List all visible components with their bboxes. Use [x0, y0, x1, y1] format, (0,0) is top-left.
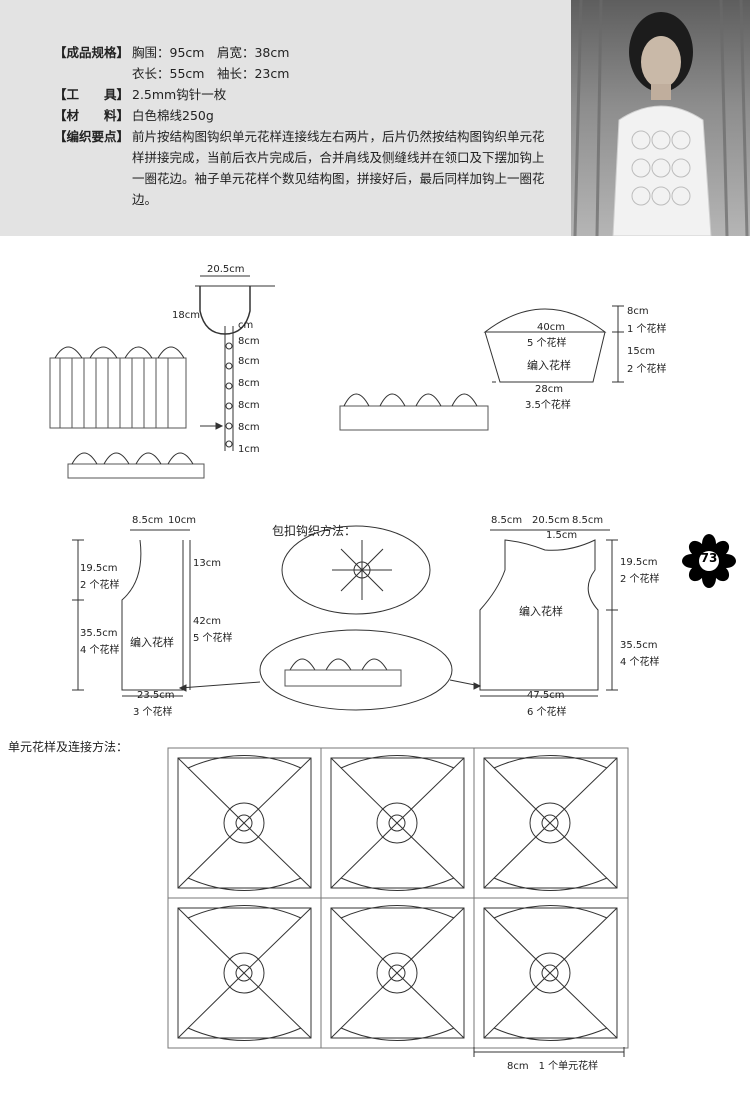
model-photo — [571, 0, 750, 236]
page-badge: 73 — [682, 534, 736, 588]
spec-label: 【成品规格】 — [54, 45, 130, 60]
flower-icon — [682, 534, 736, 588]
collar-top-width: 20.5cm — [207, 264, 245, 275]
front-body-label: 编入花样 — [130, 636, 174, 649]
back-armhole-motifs: 2 个花样 — [620, 574, 660, 585]
model-photo-illustration — [573, 0, 749, 236]
collar-spacing-2: 8cm — [238, 356, 260, 367]
sleeve-cap-motifs: 1 个花样 — [627, 324, 667, 335]
sleeve-upper-motifs: 5 个花样 — [527, 338, 567, 349]
front-shoulder-width: 8.5cm — [132, 515, 164, 526]
collar-spacing-5: 8cm — [238, 422, 260, 433]
motif-cell — [330, 905, 465, 1041]
spec-label: 【编织要点】 — [54, 129, 130, 144]
front-lower-height: 35.5cm — [80, 628, 118, 639]
front-motifs: 5 个花样 — [193, 633, 233, 644]
spec-label: 【工 具】 — [54, 87, 130, 102]
collar-side: 18cm — [172, 310, 200, 321]
spec-tools: 【工 具】 2.5mm钩针一枚 — [54, 84, 554, 105]
front-bottom-motifs: 3 个花样 — [133, 707, 173, 718]
motif-scale-line — [473, 1047, 625, 1057]
collar-spacing-1: 8cm — [238, 336, 260, 347]
header-panel: 【成品规格】 胸围：95cm 肩宽：38cm 衣长：55cm 袖长：23cm 【… — [0, 0, 750, 236]
spec-value: 胸围：95cm 肩宽：38cm — [132, 45, 290, 60]
back-shoulder-left: 8.5cm — [491, 515, 523, 526]
collar-spacing-3: 8cm — [238, 378, 260, 389]
back-neck-depth: 1.5cm — [546, 530, 578, 541]
front-armhole-motifs: 2 个花样 — [80, 580, 120, 591]
motif-cell — [177, 905, 312, 1041]
page-number: 73 — [700, 551, 718, 565]
body-schematics — [72, 525, 618, 711]
back-bottom-motifs: 6 个花样 — [527, 707, 567, 718]
sleeve-cuff-width: 28cm — [535, 384, 563, 395]
front-neck-width: 10cm — [168, 515, 196, 526]
spec-label: 【材 料】 — [54, 108, 130, 123]
spec-instructions: 【编织要点】 前片按结构图钩织单元花样连接线左右两片，后片仍然按结构图钩织单元花… — [54, 126, 554, 210]
motif-cell — [483, 755, 618, 891]
sleeve-body-label: 编入花样 — [527, 359, 571, 372]
border-oval — [259, 629, 453, 711]
back-body-label: 编入花样 — [519, 605, 563, 618]
spec-materials: 【材 料】 白色棉线250g — [54, 105, 554, 126]
collar-bottom: 1cm — [238, 444, 260, 455]
spec-value: 衣长：55cm 袖长：23cm — [132, 66, 290, 81]
spec-finished-size: 【成品规格】 胸围：95cm 肩宽：38cm — [54, 42, 554, 63]
sleeve-cap-height: 8cm — [627, 306, 649, 317]
back-lower-height: 35.5cm — [620, 640, 658, 651]
back-shoulder-right: 8.5cm — [572, 515, 604, 526]
spec-value: 白色棉线250g — [132, 108, 214, 123]
front-piece-outline — [121, 539, 184, 691]
motif-title: 单元花样及连接方法： — [8, 740, 129, 754]
sleeve-cuff-motifs: 3.5个花样 — [525, 400, 571, 411]
back-lower-motifs: 4 个花样 — [620, 657, 660, 668]
sleeve-upper-width: 40cm — [537, 322, 565, 333]
motif-chart — [167, 747, 629, 1049]
sleeve-lower-height: 15cm — [627, 346, 655, 357]
front-bottom-width: 23.5cm — [137, 690, 175, 701]
spec-finished-size-2: 衣长：55cm 袖长：23cm — [54, 63, 554, 84]
motif-cell — [330, 755, 465, 891]
button-oval — [281, 525, 431, 615]
spec-value: 前片按结构图钩织单元花样连接线左右两片，后片仍然按结构图钩织单元花样拼接完成，当… — [132, 129, 545, 207]
front-lower-motifs: 4 个花样 — [80, 645, 120, 656]
spec-value: 2.5mm钩针一枚 — [132, 87, 227, 102]
sleeve-lower-motifs: 2 个花样 — [627, 364, 667, 375]
motif-cell — [177, 755, 312, 891]
collar-spacing-4: 8cm — [238, 400, 260, 411]
top-schematics — [49, 275, 624, 479]
front-neck-depth: 13cm — [193, 558, 221, 569]
motif-scale: 8cm 1 个单元花样 — [507, 1061, 599, 1072]
back-bottom-width: 47.5cm — [527, 690, 565, 701]
spec-list: 【成品规格】 胸围：95cm 肩宽：38cm 衣长：55cm 袖长：23cm 【… — [54, 42, 554, 210]
back-armhole-height: 19.5cm — [620, 557, 658, 568]
sleeve-outline — [483, 308, 607, 333]
front-armhole-height: 19.5cm — [80, 563, 118, 574]
motif-cell — [483, 905, 618, 1041]
back-neck-width: 20.5cm — [532, 515, 570, 526]
back-piece-outline — [479, 539, 599, 691]
collar-spacing-top: cm — [238, 320, 254, 331]
button-method-title: 包扣钩织方法： — [272, 524, 357, 538]
front-height: 42cm — [193, 616, 221, 627]
